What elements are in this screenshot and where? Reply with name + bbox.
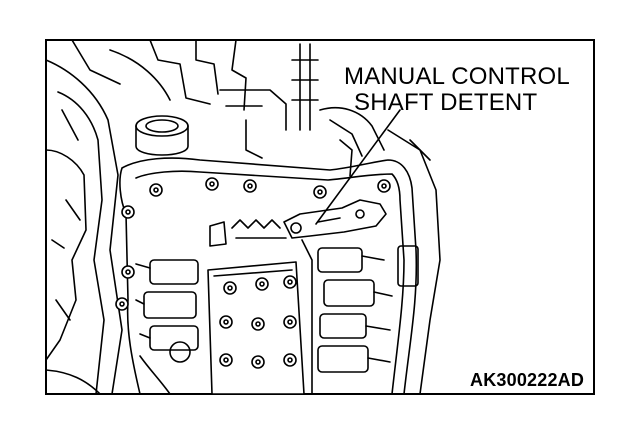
solenoid-cluster-left <box>135 259 199 394</box>
figure-code: AK300222AD <box>470 370 585 390</box>
callout-leader-line <box>315 109 401 225</box>
front-cover-plate <box>207 261 305 394</box>
bolt-cap <box>135 115 189 156</box>
callout-label-line-1: MANUAL CONTROL <box>344 63 570 90</box>
solenoid-cluster-right <box>301 239 419 394</box>
perimeter-bolts <box>115 177 391 311</box>
case-right-side <box>339 129 441 394</box>
valve-body-plate <box>119 157 418 394</box>
upper-assembly <box>149 40 385 159</box>
transmission-case <box>46 40 171 394</box>
manual-control-shaft-detent <box>209 199 387 247</box>
callout-label-line-2: SHAFT DETENT <box>354 89 538 116</box>
